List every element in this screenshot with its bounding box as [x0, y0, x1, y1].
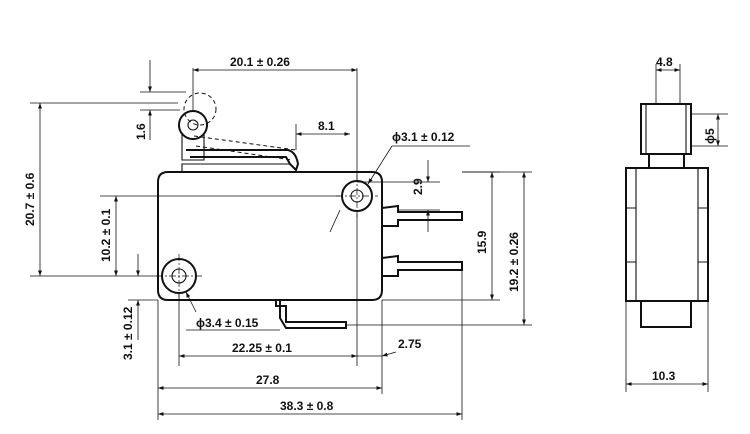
dim-top-width: 20.1 ± 0.26	[230, 55, 290, 69]
dim-overall-height: 20.7 ± 0.6	[23, 172, 37, 226]
dim-roller-offset: 1.6	[134, 123, 148, 140]
dim-side-width: 10.3	[652, 369, 676, 383]
terminal-no	[381, 204, 463, 227]
dim-terminal-gap: 2.9	[411, 178, 425, 195]
roller-dashed	[183, 92, 217, 126]
dim-lever-span: 8.1	[318, 119, 335, 133]
front-view	[156, 92, 463, 329]
dim-mount-hole: ϕ3.1 ± 0.12	[392, 130, 455, 144]
dim-body-length: 27.8	[256, 373, 280, 387]
side-terminal	[640, 300, 692, 328]
side-body	[625, 167, 709, 302]
side-roller	[640, 103, 692, 155]
side-view	[625, 103, 709, 328]
dim-hole-height: 10.2 ± 0.1	[99, 208, 113, 262]
dim-shaft-width: 4.8	[656, 55, 673, 69]
dim-overall-length: 38.3 ± 0.8	[280, 399, 334, 413]
terminal-nc	[381, 254, 463, 277]
switch-body	[157, 171, 383, 301]
dim-shaft-dia: ϕ5	[703, 128, 717, 144]
lever	[186, 149, 300, 172]
dim-com-terminal: 15.9	[475, 230, 489, 254]
front-dimensions: 20.1 ± 0.26 1.6 8.1 ϕ3.1 ± 0.12 2.9 20.7…	[23, 55, 532, 420]
side-dimensions: 4.8 ϕ5 10.3	[625, 55, 728, 392]
dim-term-pitch: 2.75	[398, 337, 422, 351]
dim-body-height: 19.2 ± 0.26	[507, 232, 521, 292]
terminal-com	[275, 300, 347, 329]
dim-hole-dia-lower: ϕ3.4 ± 0.15	[196, 316, 259, 330]
dim-bottom-hole-offset: 3.1 ± 0.12	[121, 306, 135, 360]
lever-dashed	[193, 135, 297, 151]
dim-hole-spacing: 22.25 ± 0.1	[232, 341, 292, 355]
